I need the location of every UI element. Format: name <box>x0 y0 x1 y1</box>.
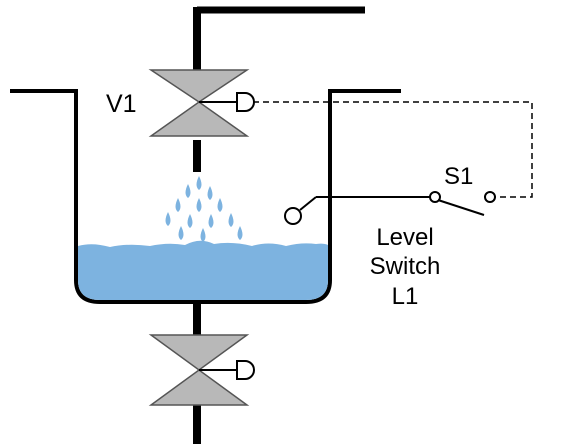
valve-v1-label: V1 <box>106 90 137 118</box>
water-spray <box>165 176 243 242</box>
float-contact-icon <box>284 207 302 225</box>
valve-v1 <box>148 69 255 137</box>
level-switch-label-line3: L1 <box>392 283 419 310</box>
water-body <box>78 240 328 300</box>
level-switch-label-line2: Switch <box>370 253 441 280</box>
valve-v1-actuator-icon <box>236 92 255 112</box>
control-signal-line <box>253 101 533 198</box>
valve-outlet-actuator-icon <box>236 360 255 380</box>
switch-s1-label: S1 <box>444 163 473 190</box>
switch-s1 <box>429 191 496 216</box>
tank-wall <box>10 89 401 304</box>
level-switch-l1 <box>284 196 430 225</box>
valve-outlet <box>148 334 255 406</box>
inlet-pipe <box>193 6 365 172</box>
level-switch-label-line1: Level <box>376 224 433 251</box>
